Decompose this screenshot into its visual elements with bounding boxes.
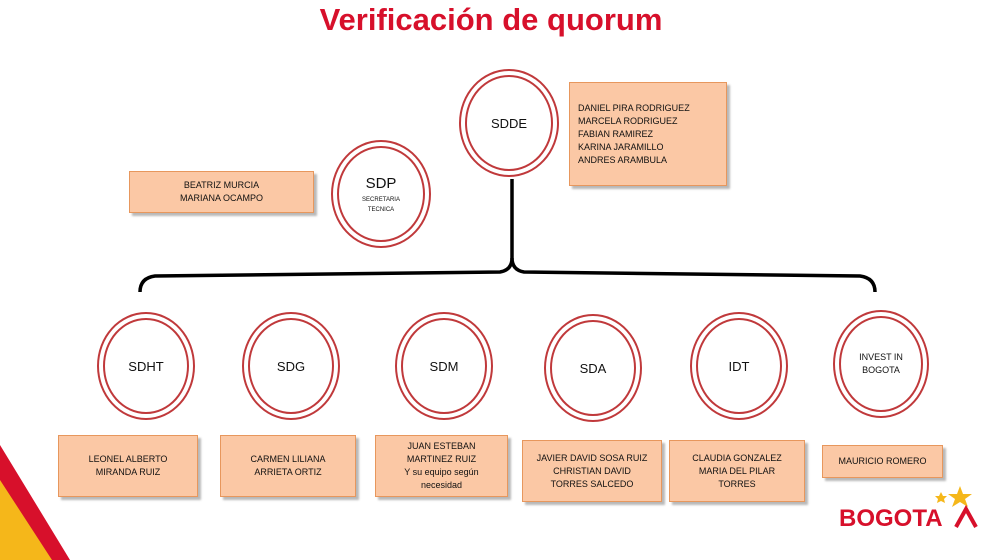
member-name: TORRES SALCEDO <box>550 478 634 489</box>
member-name: BEATRIZ MURCIA <box>183 180 260 190</box>
member-name: MARIA DEL PILAR <box>698 465 776 476</box>
box-sdp-members: BEATRIZ MURCIA MARIANA OCAMPO <box>129 171 314 213</box>
brand-stripe-yellow <box>0 480 52 560</box>
member-name: ANDRES ARAMBULA <box>578 154 668 165</box>
logo-a-mark <box>954 504 978 528</box>
member-name: ARRIETA ORTIZ <box>254 467 322 477</box>
node-sdde-label: SDDE <box>490 115 528 131</box>
box-idt-members: CLAUDIA GONZALEZ MARIA DEL PILAR TORRES <box>669 440 805 502</box>
node-sdg-label: SDG <box>276 358 306 374</box>
node-idt: IDT <box>690 312 788 420</box>
box-sdm-members: JUAN ESTEBAN MARTINEZ RUIZ Y su equipo s… <box>375 435 508 497</box>
node-invest-in-bogota: INVEST IN BOGOTA <box>833 310 929 418</box>
node-sdp: SDP SECRETARIA TECNICA <box>331 140 431 248</box>
box-invest-members: MAURICIO ROMERO <box>822 445 943 478</box>
node-sda: SDA <box>544 314 642 422</box>
member-name: CARMEN LILIANA <box>250 454 326 464</box>
member-name: MAURICIO ROMERO <box>838 456 927 466</box>
node-sdht: SDHT <box>97 312 195 420</box>
box-sda-members: JAVIER DAVID SOSA RUIZ CHRISTIAN DAVID T… <box>522 440 662 502</box>
node-sdde: SDDE <box>459 69 559 177</box>
node-sda-label: SDA <box>579 360 607 376</box>
node-sdm: SDM <box>395 312 493 420</box>
member-name: FABIAN RAMIREZ <box>578 128 654 139</box>
logo-star-small <box>935 492 947 503</box>
member-name: CHRISTIAN DAVID <box>553 465 631 476</box>
member-name: JAVIER DAVID SOSA RUIZ <box>536 452 648 463</box>
node-sdg: SDG <box>242 312 340 420</box>
member-name: LEONEL ALBERTO <box>88 454 168 464</box>
node-sdm-label: SDM <box>429 358 459 374</box>
page-title: Verificación de quorum <box>319 2 663 37</box>
member-name: necesidad <box>420 480 463 490</box>
member-name: TORRES <box>718 478 756 489</box>
connector-right <box>510 257 877 293</box>
box-sdg-members: CARMEN LILIANA ARRIETA ORTIZ <box>220 435 356 497</box>
box-sdht-members: LEONEL ALBERTO MIRANDA RUIZ <box>58 435 198 497</box>
member-name: DANIEL PIRA RODRIGUEZ <box>578 102 690 113</box>
member-name: JUAN ESTEBAN <box>407 441 476 451</box>
bogota-logo: BOGOTA <box>839 505 943 532</box>
node-sdht-label: SDHT <box>128 358 164 374</box>
node-sdp-sub-2: TECNICA <box>367 206 395 213</box>
logo-star-large <box>948 486 972 507</box>
member-name: MARCELA RODRIGUEZ <box>578 115 678 126</box>
member-name: KARINA JARAMILLO <box>578 141 664 152</box>
member-name: MARIANA OCAMPO <box>179 193 263 203</box>
node-invest-label-1: INVEST IN <box>859 352 903 362</box>
member-name: Y su equipo según <box>404 467 479 477</box>
member-name: MIRANDA RUIZ <box>95 467 161 477</box>
member-name: CLAUDIA GONZALEZ <box>692 452 782 463</box>
node-idt-label: IDT <box>728 358 750 374</box>
member-name: MARTINEZ RUIZ <box>406 454 477 464</box>
node-sdp-sub-1: SECRETARIA <box>362 196 400 203</box>
box-sdde-members: DANIEL PIRA RODRIGUEZ MARCELA RODRIGUEZ … <box>569 82 727 186</box>
node-invest-label-2: BOGOTA <box>862 365 900 375</box>
node-sdp-label: SDP <box>365 174 397 192</box>
